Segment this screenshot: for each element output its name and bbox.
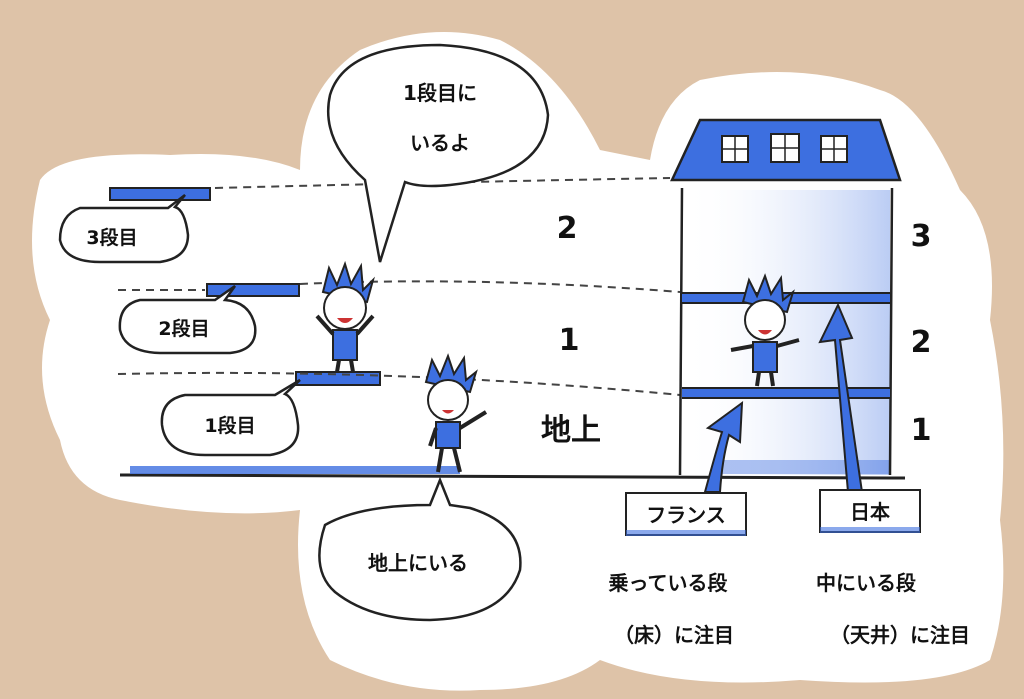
japan-label-underline [820,527,920,533]
france-caption-line1: 乗っている段 [609,571,728,595]
left-number-1: 1 [559,323,580,358]
japan-caption-line2: （天井）に注目 [830,623,970,647]
right-number-1: 1 [911,413,932,448]
step-label-1: 1段目 [204,414,255,437]
japan-label-box [819,489,921,533]
france-label-underline [626,530,746,536]
boy-character-icon [730,273,800,387]
arrow-up-icon [703,400,744,493]
france-caption-line2: （床）に注目 [614,623,734,647]
ground-shadow [130,466,460,474]
bubble-top-line1: 1段目に [403,81,477,105]
left-ground-label: 地上 [541,413,601,448]
speech-bubble-icon [58,43,550,622]
step-label-2: 2段目 [158,317,209,340]
japan-label: 日本 [850,500,890,524]
france-label: フランス [646,503,726,527]
right-number-2: 2 [911,325,932,360]
japan-caption-line1: 中にいる段 [816,571,916,595]
step-label-3: 3段目 [86,226,137,249]
boy-character-icon [424,353,488,473]
arrow-up-icon [818,302,864,493]
bubble-top-line2: いるよ [410,131,470,155]
staircase [109,187,381,386]
right-number-3: 3 [911,219,932,254]
boy-character-icon [315,260,375,373]
left-number-2: 2 [557,211,578,246]
france-label-box [625,492,747,536]
ground-line [119,473,906,480]
bubble-bottom: 地上にいる [368,551,468,575]
